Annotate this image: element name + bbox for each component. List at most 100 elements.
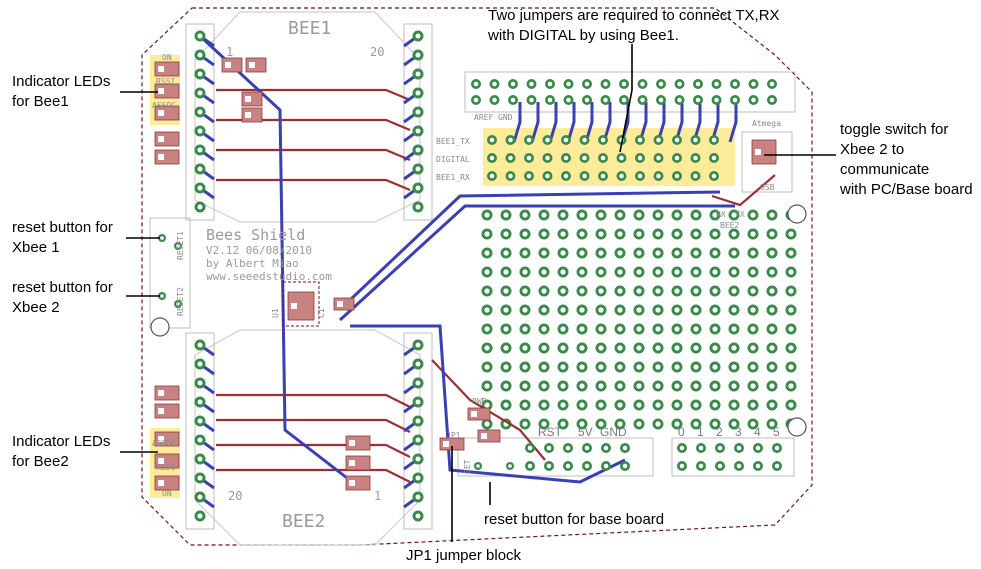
bee1-right-pin-5 xyxy=(412,125,424,137)
power-pin-top-4 xyxy=(601,443,611,453)
bee2-resistor-a xyxy=(154,385,180,401)
jumper-row-0-pin-1 xyxy=(505,135,516,145)
usb-label: USB xyxy=(760,183,775,192)
jumper-row-2-pin-0 xyxy=(487,171,497,181)
callout-reset-xbee1-line2: Xbee 1 xyxy=(12,239,60,256)
pads xyxy=(158,30,782,522)
digital-blue-0 xyxy=(512,102,522,143)
top-header-a-6 xyxy=(582,79,592,89)
digital-blue-4 xyxy=(584,102,594,143)
top-header-a-16 xyxy=(767,79,777,89)
jumper-row-2-pin-5 xyxy=(579,171,590,181)
analog-pin-bottom-2 xyxy=(715,461,725,471)
callout-leds-bee1: Indicator LEDs for Bee1 xyxy=(12,72,110,112)
bee2-led-0 xyxy=(154,431,180,447)
digital-blue-1 xyxy=(530,102,540,143)
jumper-row-2-pin-7 xyxy=(616,171,627,181)
power-pin-bottom-2 xyxy=(563,461,573,471)
jumper-row-1-pin-7 xyxy=(616,153,627,163)
bee2-to-switch-blue-a xyxy=(348,190,721,302)
callout-reset-xbee1: reset button for Xbee 1 xyxy=(12,218,113,258)
bee2-red-trace-1 xyxy=(216,418,411,433)
base-reset-pad-b xyxy=(506,462,514,470)
jumper-row-1-pin-0 xyxy=(487,153,497,163)
c1-cap xyxy=(333,297,355,311)
power-label-gnd: GND xyxy=(600,425,627,439)
bee2-to-switch-blue-b xyxy=(338,204,735,322)
jumper-row-0-pin-9 xyxy=(653,135,664,145)
top-header-a-3 xyxy=(526,79,537,89)
bee2-left-pin-9 xyxy=(194,510,206,522)
bee2-to-power-blue xyxy=(350,324,626,484)
title-line-4: www.seeedstudio.com xyxy=(206,270,332,283)
analog-pin-top-2 xyxy=(715,443,725,453)
set-label: SET xyxy=(463,459,472,474)
bee1-pin-last: 20 xyxy=(370,45,384,59)
jumper-row-1-pin-3 xyxy=(542,153,553,163)
callout-leaders xyxy=(120,44,836,542)
analog-label-4: 4 xyxy=(754,425,761,439)
aref-gnd-label: AREF GND xyxy=(474,113,513,122)
analog-label-1: 1 xyxy=(697,425,704,439)
analog-label-5: 5 xyxy=(773,425,780,439)
digital-blue-2 xyxy=(548,102,558,143)
toggle-switch-box xyxy=(741,131,793,193)
bee1-right-pin-6 xyxy=(412,144,424,156)
tx-label: TX xyxy=(735,210,745,219)
jumper-row-1-pin-10 xyxy=(672,153,682,163)
top-header-a-11 xyxy=(674,79,685,89)
jumper-row-0-pin-2 xyxy=(524,135,534,145)
atmega-label: Atmega xyxy=(752,119,781,128)
callout-leds-bee2-line2: for Bee2 xyxy=(12,453,69,470)
power-label-rst: RST xyxy=(538,425,563,439)
top-header-b-10 xyxy=(656,95,666,105)
bee1-right-pin-1 xyxy=(412,49,424,61)
bee1-led-rssi-label: RSSI xyxy=(156,77,175,86)
bee2-pin-last: 20 xyxy=(228,489,242,503)
top-header-a-7 xyxy=(600,79,611,89)
top-header-b-14 xyxy=(730,95,740,105)
mounting-hole-right xyxy=(787,204,807,224)
top-header-b-11 xyxy=(674,95,685,105)
bee1-left-pin-0 xyxy=(194,30,206,42)
analog-header-box xyxy=(671,437,795,477)
jumper-row-2-pin-1 xyxy=(505,171,516,181)
jp1-silk-label: JP1 xyxy=(446,431,461,440)
pwr-led xyxy=(467,407,491,421)
callout-reset-xbee2-line1: reset button for xyxy=(12,279,113,296)
bee2-red-trace-0 xyxy=(216,393,411,408)
prototyping-area xyxy=(478,206,801,434)
callout-toggle-line2: Xbee 2 to xyxy=(840,141,905,158)
jumper-row-2-pin-9 xyxy=(653,171,664,181)
power-pin-top-3 xyxy=(582,443,592,453)
callout-jumpers-line1: Two jumpers are required to connect TX,R… xyxy=(488,7,780,24)
top-header-a-1 xyxy=(489,79,500,89)
bee1-resistor-a xyxy=(154,131,180,147)
analog-pin-top-3 xyxy=(734,443,744,453)
reset1-pad-b xyxy=(174,242,182,250)
jumper-row-2-pin-12 xyxy=(709,171,719,181)
bee1-to-bee2-blue xyxy=(198,34,361,490)
callout-leds-bee2: Indicator LEDs for Bee2 xyxy=(12,432,110,472)
power-header-box xyxy=(457,437,654,477)
u1-outline xyxy=(282,281,320,327)
top-header-a-0 xyxy=(471,79,481,89)
bee1-left-pin-4 xyxy=(194,106,206,118)
row-label-bee1-tx: BEE1_TX xyxy=(436,137,470,146)
bee1-right-pin-9 xyxy=(412,201,424,213)
bee1-left-pin-5 xyxy=(194,125,206,137)
top-header-a-10 xyxy=(656,79,666,89)
smd-parts xyxy=(154,57,777,491)
callout-toggle-line3: communicate xyxy=(840,161,930,178)
top-header-b-5 xyxy=(563,95,574,105)
jumper-row-0-pin-6 xyxy=(598,135,608,145)
mounting-hole-bottom-right xyxy=(787,417,807,437)
top-header-a-9 xyxy=(637,79,648,89)
rx-label: RX xyxy=(716,210,726,219)
bee2-left-pin-3 xyxy=(194,396,206,408)
jumper-row-2-pin-2 xyxy=(524,171,534,181)
bee1-red-trace-2 xyxy=(216,148,411,162)
jumper-row-1-pin-12 xyxy=(709,153,719,163)
top-header-a-14 xyxy=(730,79,740,89)
